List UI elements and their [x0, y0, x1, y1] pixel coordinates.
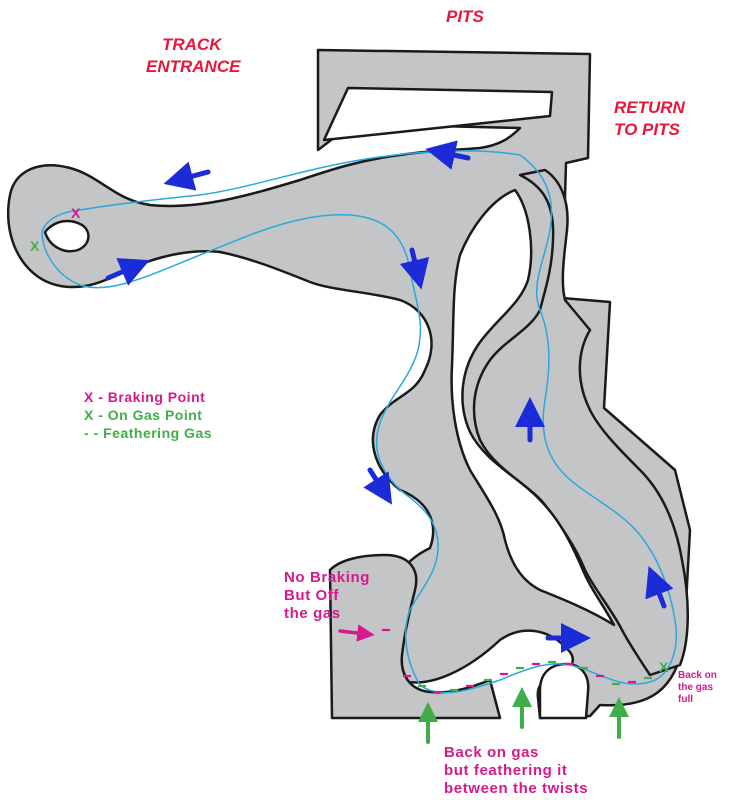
svg-text:the gas: the gas [284, 605, 341, 622]
legend-braking: X - Braking Point [84, 389, 205, 405]
feather-arrows [418, 687, 629, 744]
on-gas-point-marker-full: X [659, 659, 669, 675]
svg-text:But Off: But Off [284, 587, 339, 604]
feathering-annotation: Back on gas but feathering it between th… [444, 744, 588, 797]
svg-text:Back on: Back on [678, 670, 717, 681]
on-gas-point-marker: X [30, 238, 40, 254]
track-entrance-label: ENTRANCE [146, 57, 241, 76]
legend: X - Braking Point X - On Gas Point - - F… [84, 389, 212, 441]
track-infield-cutout [322, 86, 554, 142]
direction-arrow [163, 161, 211, 191]
direction-arrow [105, 258, 150, 286]
return-to-pits-label: TO PITS [614, 120, 680, 139]
braking-point-marker: X [71, 205, 81, 221]
legend-feathering: - - Feathering Gas [84, 425, 212, 441]
svg-text:between the twists: between the twists [444, 780, 588, 797]
track-entrance-label: TRACK [162, 35, 223, 54]
direction-arrow [645, 565, 674, 609]
direction-arrow [425, 140, 471, 170]
no-braking-annotation: No Braking But Off the gas [284, 569, 375, 642]
pink-arrow [338, 624, 375, 642]
return-to-pits-label: RETURN [614, 98, 686, 117]
svg-text:the gas: the gas [678, 682, 713, 693]
direction-arrow [399, 247, 430, 290]
legend-on-gas: X - On Gas Point [84, 407, 202, 423]
track-infield-left [43, 219, 90, 253]
track-infield-middle [450, 188, 616, 627]
svg-text:Back on gas: Back on gas [444, 744, 539, 761]
svg-text:No Braking: No Braking [284, 569, 370, 586]
direction-arrows [105, 140, 674, 653]
track-infield-bump [538, 662, 590, 720]
feathering-dashes [382, 628, 652, 694]
svg-text:but feathering it: but feathering it [444, 762, 568, 779]
pits-label: PITS [446, 7, 484, 26]
direction-arrow [363, 467, 393, 505]
svg-text:full: full [678, 694, 693, 705]
track-return-section [472, 168, 690, 677]
back-on-gas-full-annotation: Back on the gas full [678, 670, 717, 705]
racing-line [41, 150, 677, 694]
